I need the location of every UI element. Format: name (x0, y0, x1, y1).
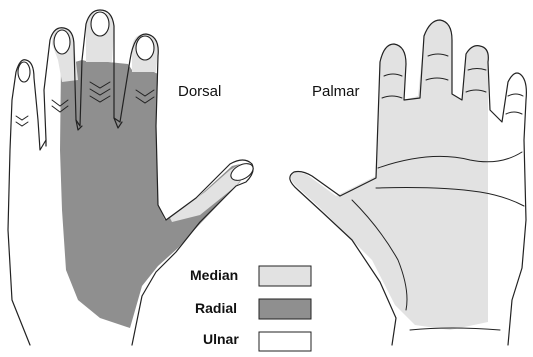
dorsal-nail-ring (54, 30, 70, 54)
dorsal-knuckle-little-1 (16, 116, 28, 120)
palmar-crease-little-1 (508, 94, 523, 96)
legend-label-median: Median (190, 267, 238, 283)
palmar-label: Palmar (312, 83, 360, 100)
legend-swatch-ulnar (259, 332, 311, 351)
dorsal-nail-little (18, 62, 30, 82)
palmar-median-region (291, 20, 488, 330)
dorsal-label: Dorsal (178, 83, 221, 100)
dorsal-nail-index (136, 36, 154, 60)
legend-label-ulnar: Ulnar (203, 331, 239, 347)
legend-swatch-radial (259, 299, 311, 319)
palmar-crease-little-2 (506, 112, 522, 114)
legend: Median Radial Ulnar (190, 266, 311, 351)
dorsal-nail-middle (91, 12, 109, 36)
palmar-hand (290, 20, 527, 345)
legend-swatch-median (259, 266, 311, 286)
palmar-line-wrist (410, 328, 500, 330)
dorsal-knuckle-little-2 (16, 122, 28, 126)
legend-label-radial: Radial (195, 300, 237, 316)
dorsal-hand (8, 10, 256, 345)
